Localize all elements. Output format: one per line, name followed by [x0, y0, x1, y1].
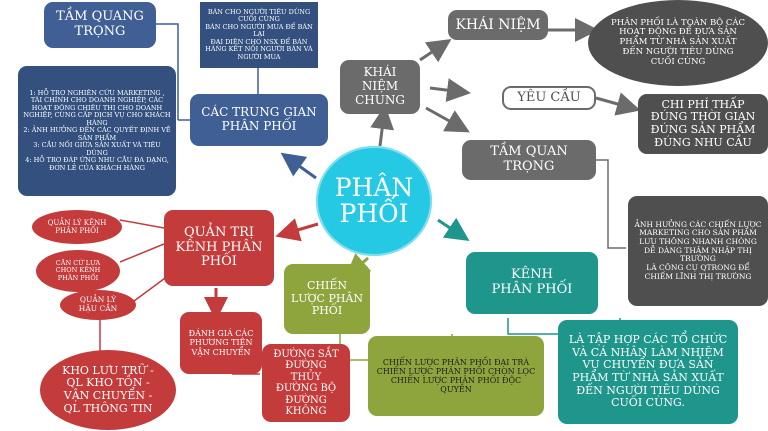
- management-item-2: CĂN CỨ LỰA CHỌN KÊNH PHÂN PHỐI: [55, 258, 101, 282]
- importance-text: ẢNH HƯỞNG CÁC CHIẾN LƯỢC MARKETING CHO S…: [634, 219, 762, 281]
- intermediaries-title: CÁC TRUNG GIAN PHÂN PHỐI: [201, 105, 317, 133]
- channel-node: KÊNH PHÂN PHỐI: [466, 252, 598, 314]
- requirement-label-node: YÊU CẦU: [502, 86, 596, 110]
- evaluation-node: ĐÁNH GIÁ CÁC PHƯƠNG TIỆN VẬN CHUYỂN: [180, 312, 262, 374]
- intermediaries-importance-text-node: 1: HỖ TRỢ NGHIÊN CỨU MARKETING , TÀI CHÍ…: [18, 66, 176, 196]
- definition-text: PHÂN PHỐI LÀ TOÀN BỘ CÁC HOẠT ĐỘNG ĐỂ ĐƯ…: [610, 17, 746, 67]
- intermediaries-node: CÁC TRUNG GIAN PHÂN PHỐI: [190, 94, 328, 146]
- intermediaries-kinds-node: BÁN CHO NGƯỜI TIÊU DÙNG CUỐI CÙNG BÁN CH…: [200, 2, 318, 68]
- concept-node: KHÁI NIỆM CHUNG: [340, 60, 420, 114]
- definition-label: KHÁI NIỆM: [455, 16, 541, 33]
- strategy-node: CHIẾN LƯỢC PHÂN PHỐI: [284, 264, 370, 334]
- management-item-3-node: QUẢN LÝ HẬU CẦN: [60, 290, 136, 320]
- intermediaries-importance-label: TẦM QUANG TRỌNG: [56, 9, 144, 39]
- requirement-label: YÊU CẦU: [517, 89, 581, 105]
- management-node: QUẢN TRỊ KÊNH PHÂN PHỐI: [164, 210, 274, 286]
- channel-text: LÀ TẬP HỢP CÁC TỔ CHỨC VÀ CÁ NHÂN LÀM NH…: [568, 333, 728, 410]
- strategy-title: CHIẾN LƯỢC PHÂN PHỐI: [290, 279, 364, 318]
- channel-text-node: LÀ TẬP HỢP CÁC TỔ CHỨC VÀ CÁ NHÂN LÀM NH…: [558, 320, 738, 424]
- importance-label: TẦM QUAN TRỌNG: [490, 144, 568, 174]
- transport-node: ĐƯỜNG SẮT ĐƯỜNG THỦY ĐƯỜNG BỘ ĐƯỜNG KHÔN…: [262, 344, 350, 422]
- management-item-1: QUẢN LÝ KÊNH PHÂN PHỐI: [47, 218, 107, 235]
- center-node: PHÂN PHỐI: [316, 146, 432, 256]
- management-title: QUẢN TRỊ KÊNH PHÂN PHỐI: [175, 224, 263, 270]
- intermediaries-kinds: BÁN CHO NGƯỜI TIÊU DÙNG CUỐI CÙNG BÁN CH…: [205, 7, 313, 61]
- management-item-3: QUẢN LÝ HẬU CẦN: [78, 295, 118, 313]
- logistics-node: KHO LƯU TRỮ - QL KHO TỒN -VẬN CHUYỂN - Q…: [40, 350, 176, 430]
- management-item-2-node: CĂN CỨ LỰA CHỌN KÊNH PHÂN PHỐI: [36, 250, 120, 292]
- center-title: PHÂN PHỐI: [334, 172, 414, 228]
- strategy-text: CHIẾN LƯỢC PHÂN PHỐI ĐẠI TRÀ CHIẾN LƯỢC …: [376, 357, 536, 395]
- requirement-text-node: CHI PHÍ THẤP ĐÚNG THỜI GIAN ĐÚNG SẢN PHẨ…: [638, 94, 768, 154]
- channel-title: KÊNH PHÂN PHỐI: [491, 267, 573, 297]
- intermediaries-importance-text: 1: HỖ TRỢ NGHIÊN CỨU MARKETING , TÀI CHÍ…: [23, 88, 171, 172]
- importance-text-node: ẢNH HƯỞNG CÁC CHIẾN LƯỢC MARKETING CHO S…: [628, 196, 768, 306]
- intermediaries-importance-label-node: TẦM QUANG TRỌNG: [44, 2, 156, 48]
- requirement-text: CHI PHÍ THẤP ĐÚNG THỜI GIAN ĐÚNG SẢN PHẨ…: [650, 97, 756, 149]
- definition-text-node: PHÂN PHỐI LÀ TOÀN BỘ CÁC HOẠT ĐỘNG ĐỂ ĐƯ…: [588, 0, 768, 86]
- concept-title: KHÁI NIỆM CHUNG: [355, 65, 405, 107]
- management-item-1-node: QUẢN LÝ KÊNH PHÂN PHỐI: [32, 210, 122, 244]
- evaluation-text: ĐÁNH GIÁ CÁC PHƯƠNG TIỆN VẬN CHUYỂN: [188, 329, 254, 357]
- transport-text: ĐƯỜNG SẮT ĐƯỜNG THỦY ĐƯỜNG BỘ ĐƯỜNG KHÔN…: [273, 348, 339, 418]
- importance-label-node: TẦM QUAN TRỌNG: [462, 140, 596, 180]
- logistics-text: KHO LƯU TRỮ - QL KHO TỒN -VẬN CHUYỂN - Q…: [62, 363, 154, 415]
- strategy-text-node: CHIẾN LƯỢC PHÂN PHỐI ĐẠI TRÀ CHIẾN LƯỢC …: [368, 336, 544, 416]
- definition-label-node: KHÁI NIỆM: [448, 10, 548, 40]
